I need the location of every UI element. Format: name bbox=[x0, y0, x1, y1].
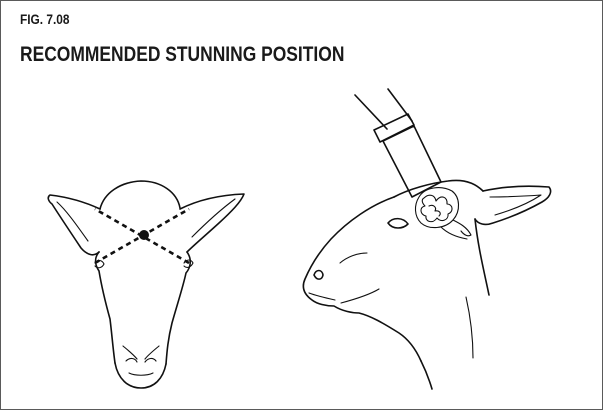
ear-inner bbox=[490, 195, 541, 215]
eye bbox=[388, 219, 408, 228]
right-ear-inner bbox=[192, 199, 235, 237]
face-left-side bbox=[96, 252, 115, 363]
left-ear bbox=[48, 195, 100, 255]
jaw-line bbox=[341, 289, 379, 303]
neck-front bbox=[421, 361, 432, 389]
face-right-side bbox=[166, 252, 190, 364]
brain-icon bbox=[415, 188, 471, 239]
mouth bbox=[129, 373, 153, 375]
neck-back bbox=[475, 219, 489, 295]
stunner-shaft bbox=[355, 89, 412, 129]
sheep-head-side-view bbox=[303, 89, 550, 389]
stunner-collar bbox=[374, 114, 414, 142]
ear bbox=[475, 186, 551, 224]
mouth bbox=[309, 293, 335, 300]
poll-outline bbox=[100, 181, 180, 209]
stun-point-marker bbox=[139, 230, 149, 240]
sheep-head-front-view bbox=[48, 181, 244, 388]
nostrils bbox=[126, 358, 156, 362]
right-ear bbox=[180, 194, 244, 252]
stunner-barrel bbox=[383, 126, 441, 197]
nostril bbox=[314, 271, 323, 280]
